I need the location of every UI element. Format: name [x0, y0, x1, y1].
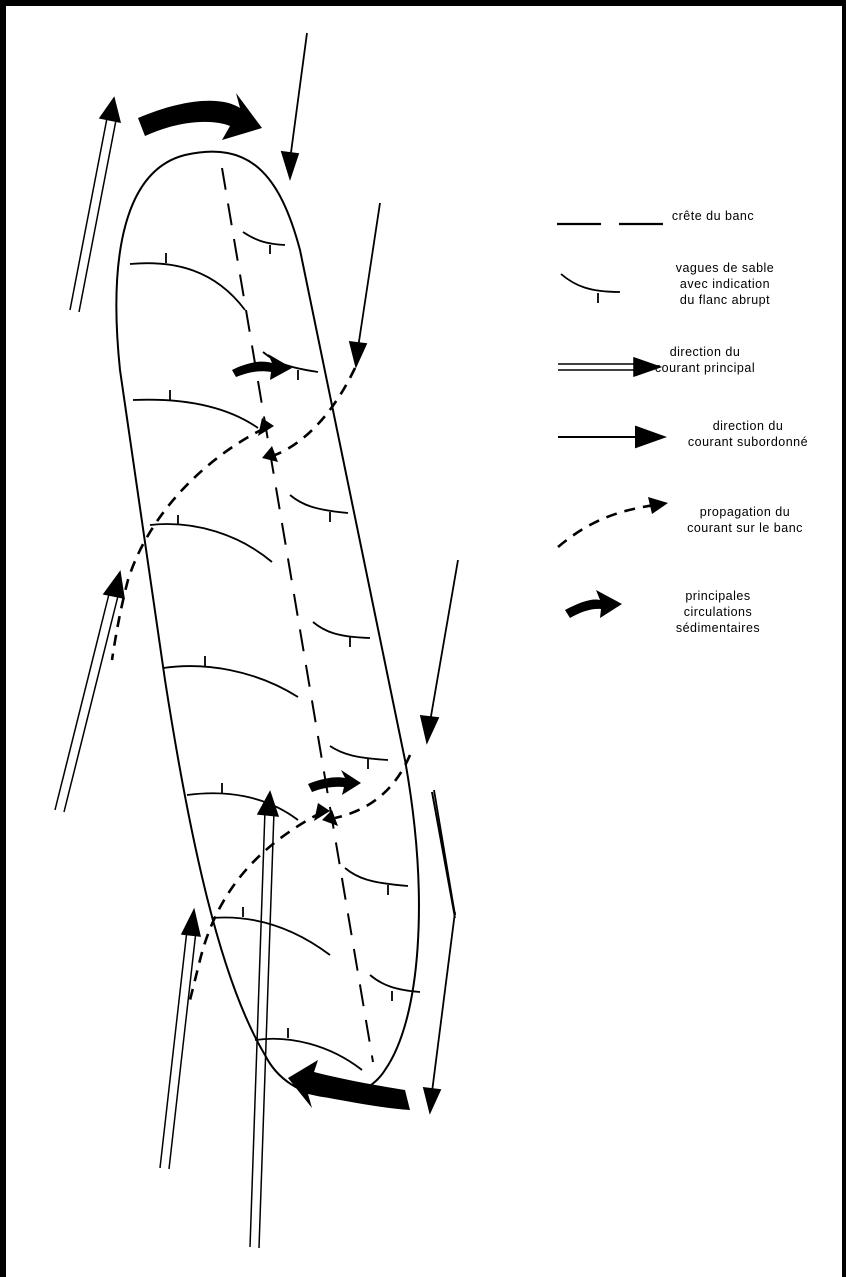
sub-current-arrows: [282, 33, 458, 918]
legend-line: courant subordonné: [668, 434, 828, 450]
legend-sand-waves-label: vagues de sable avec indication du flanc…: [660, 260, 790, 308]
legend-line: courant sur le banc: [665, 520, 825, 536]
legend-line: sédimentaires: [658, 620, 778, 636]
legend-line: crête du banc: [668, 208, 758, 224]
legend-propagation-label: propagation du courant sur le banc: [665, 504, 825, 536]
legend-sand-wave-symbol: [561, 274, 620, 303]
legend-crest-label: crête du banc: [668, 208, 758, 224]
legend-sub-current-symbol: [558, 427, 664, 447]
legend-line: courant principal: [640, 360, 770, 376]
legend-line: avec indication: [660, 276, 790, 292]
propagation-heads: [258, 418, 338, 826]
legend-line: circulations: [658, 604, 778, 620]
legend-sediment-label: principales circulations sédimentaires: [658, 588, 778, 636]
legend-line: propagation du: [665, 504, 825, 520]
crest-line: [222, 168, 373, 1062]
legend-sediment-symbol: [565, 590, 622, 618]
legend-line: principales: [658, 588, 778, 604]
legend-line: vagues de sable: [660, 260, 790, 276]
sandbank-outline: [116, 152, 418, 1097]
legend-line: du flanc abrupt: [660, 292, 790, 308]
sand-waves: [130, 232, 420, 1070]
sub-current-arrow-bottom: [424, 912, 455, 1112]
legend-line: direction du: [668, 418, 828, 434]
legend-sub-current-label: direction du courant subordonné: [668, 418, 828, 450]
legend-symbols: [557, 224, 668, 618]
legend-main-current-label: direction du courant principal: [640, 344, 770, 376]
sediment-arrows: [138, 93, 410, 1110]
legend-propagation-symbol: [558, 497, 668, 547]
legend-line: direction du: [640, 344, 770, 360]
